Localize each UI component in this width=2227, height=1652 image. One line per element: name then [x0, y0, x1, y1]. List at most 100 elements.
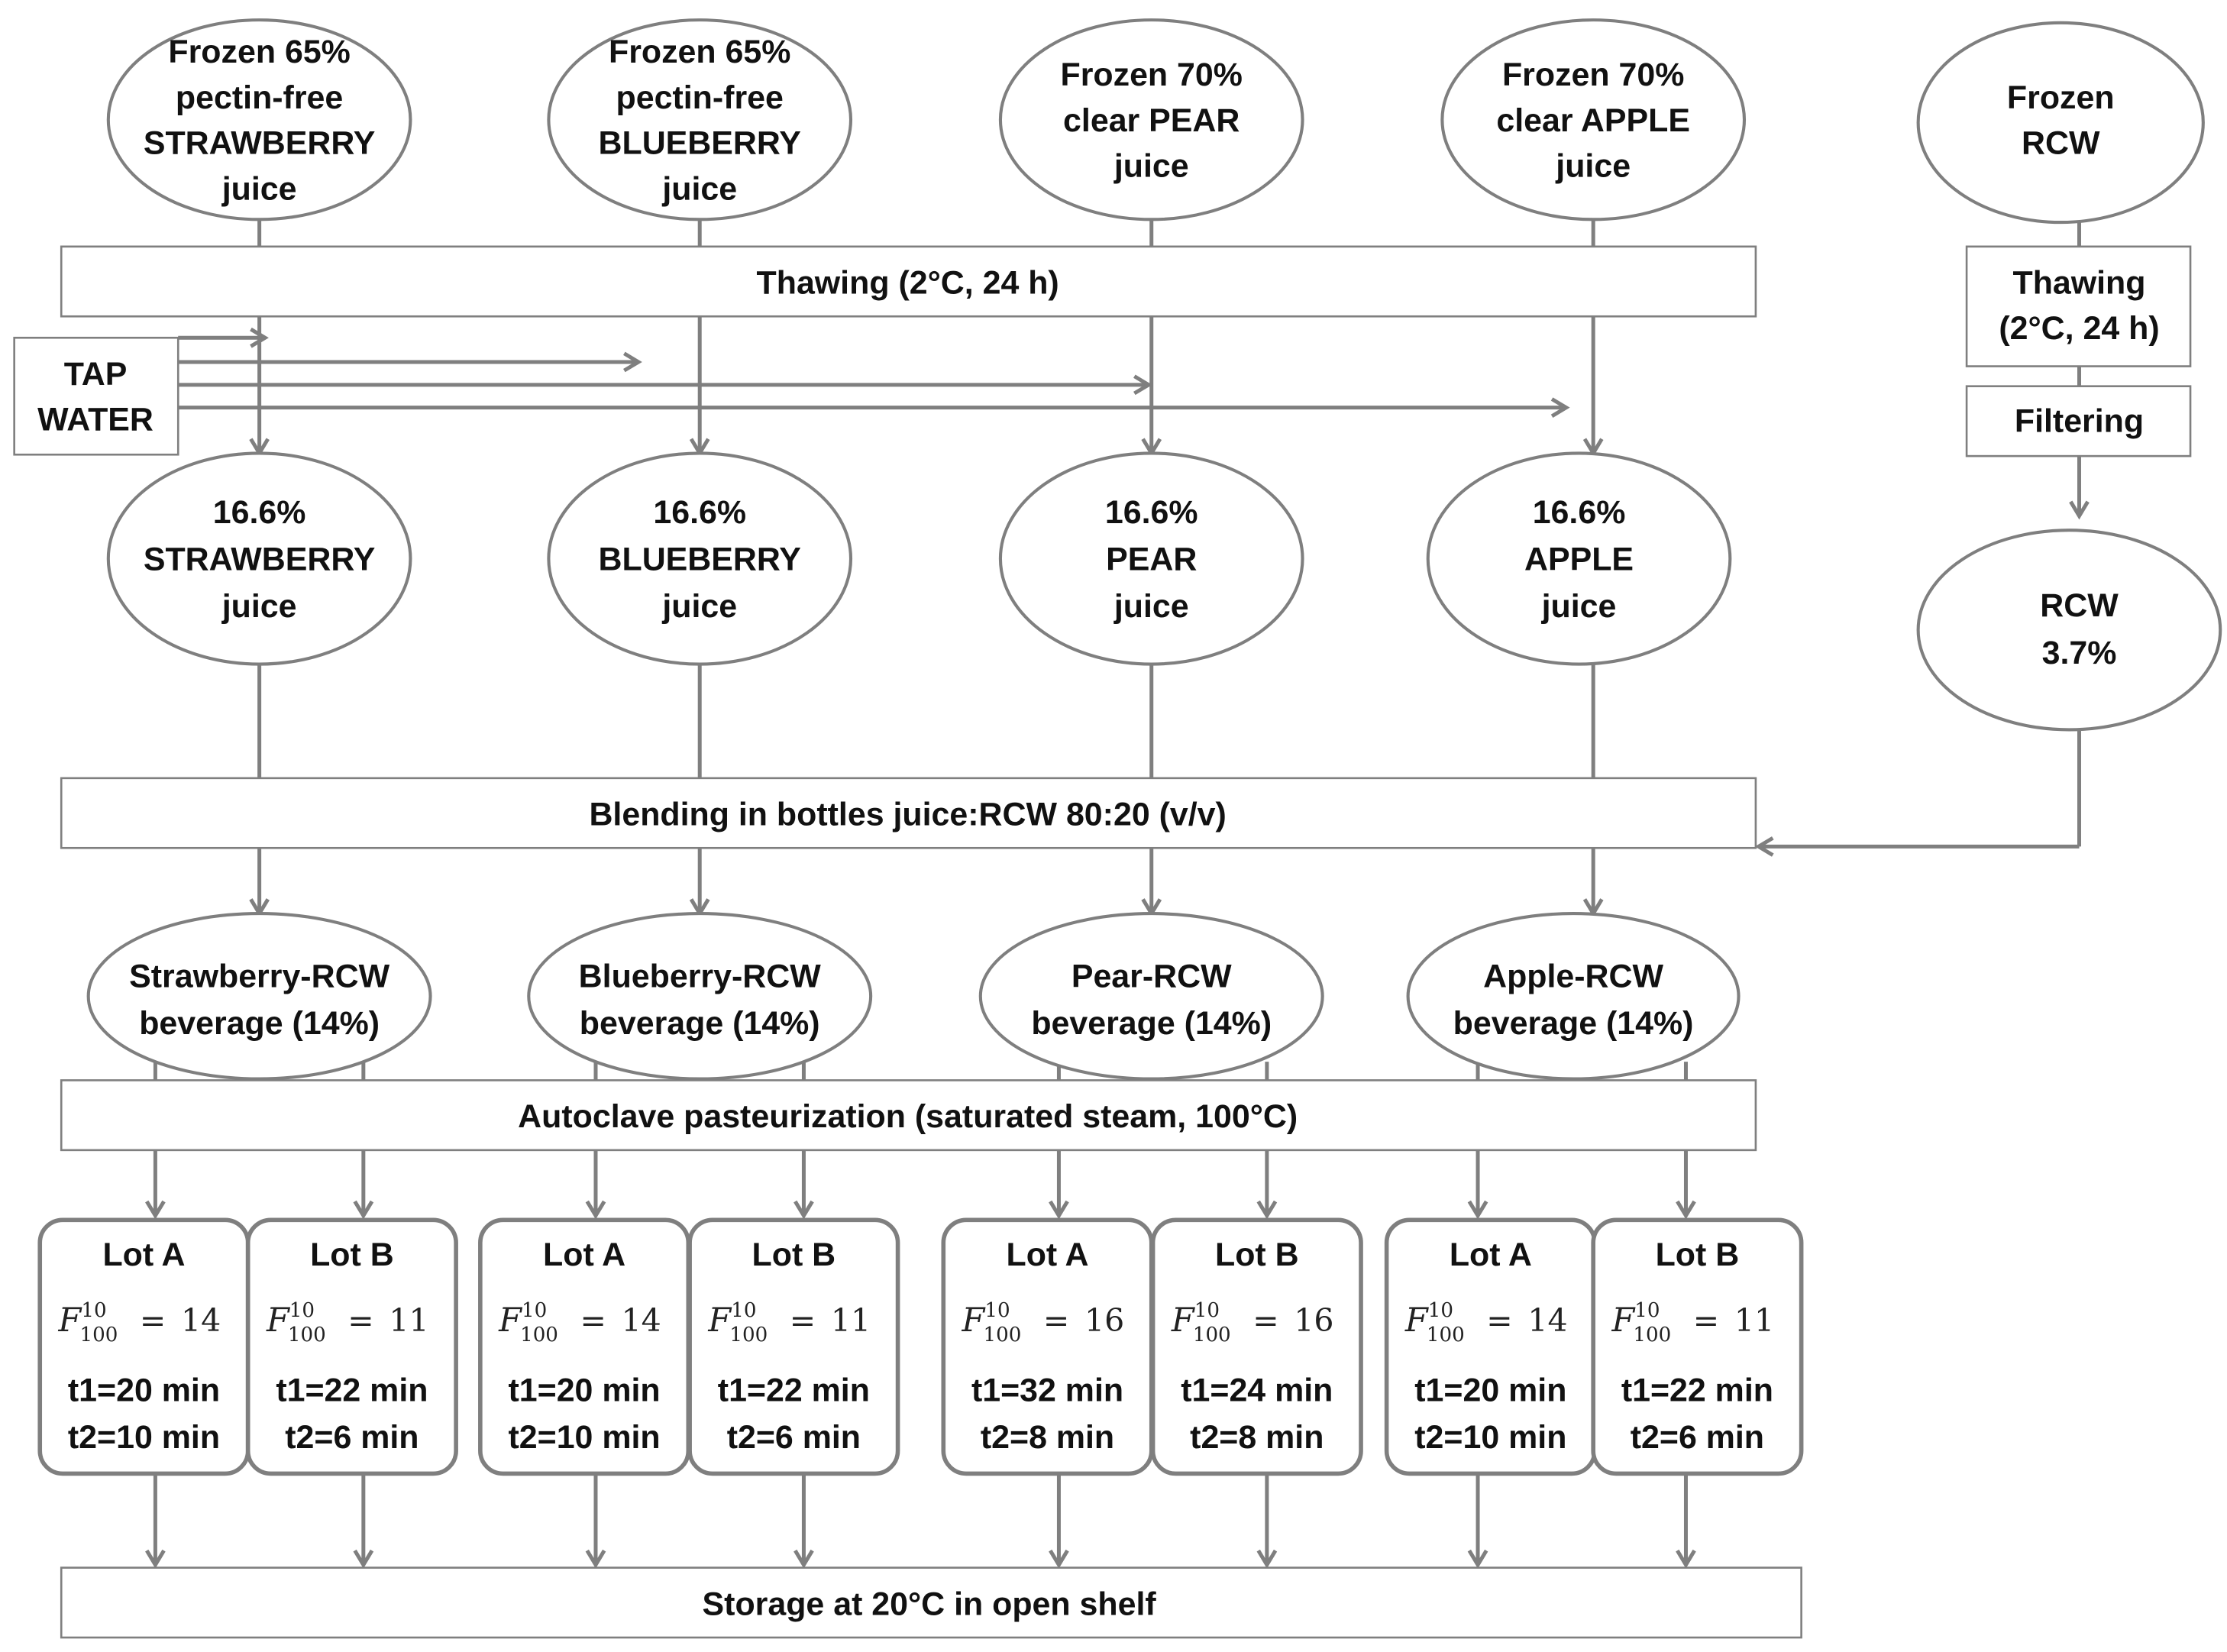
diluted-label-3-line-1: 16.6%: [1105, 494, 1198, 531]
lot-name-8: Lot B: [1656, 1237, 1740, 1273]
lot-t2-3: t2=10 min: [508, 1419, 660, 1456]
autoclave-to-lot-1-arrow-head: [145, 1200, 166, 1220]
autoclave-to-lot-7-arrow-head: [1467, 1200, 1488, 1220]
source-label-1-line-2: pectin-free: [176, 79, 343, 116]
lot-to-storage-4-arrow-head: [794, 1549, 814, 1569]
source-label-1-line-4: juice: [221, 170, 297, 207]
lot-f-value-6: 16: [1294, 1302, 1333, 1339]
lot-box-4: [687, 1217, 900, 1476]
lot-f-symbol-6: F: [1171, 1301, 1196, 1340]
lot-f-superscript-1: 10: [81, 1299, 106, 1322]
diluted-label-4-line-2: APPLE: [1524, 542, 1634, 578]
lot-f-superscript-3: 10: [522, 1299, 547, 1322]
source-label-1-line-1: Frozen 65%: [168, 34, 350, 70]
lot-box-2: [245, 1217, 458, 1476]
lot-f-value-8: 11: [1734, 1302, 1774, 1339]
diluted-ellipse-4: [1426, 451, 1732, 666]
lot-f-equals-4: =: [790, 1302, 816, 1339]
lot-f-superscript-6: 10: [1194, 1299, 1220, 1322]
source-label-2-line-3: BLUEBERRY: [599, 125, 801, 162]
beverage-label-3-line-1: Pear-RCW: [1071, 958, 1232, 994]
lot-f-equals-7: =: [1486, 1302, 1512, 1339]
lot-f-equals-5: =: [1043, 1302, 1069, 1339]
lot-f-value-5: 16: [1084, 1302, 1124, 1339]
tap-water-label-line-1: TAP: [64, 356, 128, 393]
rcw-thawing-label-line-1: Thawing: [2012, 265, 2145, 302]
lot-t2-6: t2=8 min: [1190, 1419, 1324, 1456]
lot-t1-5: t1=32 min: [971, 1372, 1123, 1408]
source-ellipse-1: [106, 18, 412, 221]
diluted-label-1-line-2: STRAWBERRY: [144, 542, 376, 578]
lot-f-symbol-8: F: [1611, 1301, 1636, 1340]
diluted-ellipse-3: [998, 451, 1304, 666]
lot-f-value-1: 14: [181, 1302, 221, 1339]
autoclave-to-lot-6-arrow-head: [1256, 1200, 1278, 1220]
lot-f-superscript-7: 10: [1428, 1299, 1453, 1322]
blending-label: Blending in bottles juice:RCW 80:20 (v/v…: [589, 797, 1226, 833]
beverage-label-1-line-1: Strawberry-RCW: [129, 958, 389, 994]
diluted-label-4-line-3: juice: [1541, 588, 1617, 625]
source-label-4-line-2: clear APPLE: [1496, 102, 1690, 139]
lot-f-value-4: 11: [831, 1302, 871, 1339]
lot-f-subscript-1: 100: [79, 1324, 118, 1346]
autoclave-label: Autoclave pasteurization (saturated stea…: [518, 1098, 1298, 1135]
source-label-4-line-3: juice: [1555, 148, 1631, 185]
lot-t1-6: t1=24 min: [1181, 1372, 1333, 1408]
lot-name-6: Lot B: [1215, 1237, 1299, 1273]
lot-f-equals-2: =: [347, 1302, 373, 1339]
lot-f-subscript-8: 100: [1633, 1324, 1671, 1346]
beverage-label-2-line-2: beverage (14%): [580, 1005, 820, 1042]
source-ellipse-4: [1440, 18, 1747, 221]
diluted-label-1-line-1: 16.6%: [213, 494, 306, 531]
diluted-label-2-line-2: BLUEBERRY: [599, 542, 801, 578]
lot-t2-7: t2=10 min: [1414, 1419, 1566, 1456]
thawing-label: Thawing (2°C, 24 h): [757, 265, 1059, 302]
beverage-label-4-line-2: beverage (14%): [1453, 1005, 1694, 1042]
beverage-label-2-line-1: Blueberry-RCW: [579, 958, 822, 994]
tap-water-box: [13, 336, 179, 456]
rcw-thawing-box: [1965, 245, 2192, 367]
diluted-ellipse-1: [106, 451, 412, 666]
lot-name-2: Lot B: [310, 1237, 394, 1273]
lot-to-storage-2-arrow-head: [353, 1549, 374, 1569]
autoclave-to-lot-5-arrow-head: [1049, 1200, 1069, 1220]
diluted-ellipse-2: [547, 451, 853, 666]
diluted-label-2-line-3: juice: [661, 588, 737, 625]
source-ellipse-3: [998, 18, 1304, 221]
lot-to-storage-5-arrow-head: [1049, 1549, 1069, 1569]
lot-t1-1: t1=20 min: [68, 1372, 220, 1408]
rcw-to-blending-arrow-head: [1754, 836, 1774, 857]
lot-f-subscript-5: 100: [984, 1324, 1022, 1346]
lot-f-subscript-7: 100: [1427, 1324, 1465, 1346]
lot-f-equals-1: =: [140, 1302, 166, 1339]
tap-water-to-apple-arrow-head: [1550, 397, 1570, 419]
diluted-label-1-line-3: juice: [221, 588, 297, 625]
rcw-filtering-box: [1965, 385, 2192, 457]
diluted-label-3-line-3: juice: [1114, 588, 1189, 625]
autoclave-to-lot-2-arrow-head: [353, 1200, 374, 1220]
lot-f-superscript-4: 10: [731, 1299, 756, 1322]
beverage-ellipse-2: [527, 912, 873, 1081]
lot-f-subscript-2: 100: [288, 1324, 326, 1346]
lot-to-storage-8-arrow-head: [1676, 1549, 1696, 1569]
lot-to-storage-3-arrow-head: [585, 1549, 606, 1569]
lot-name-1: Lot A: [102, 1237, 185, 1273]
lot-t2-8: t2=6 min: [1631, 1419, 1764, 1456]
lot-t1-8: t1=22 min: [1621, 1372, 1773, 1408]
lot-name-7: Lot A: [1450, 1237, 1532, 1273]
lot-f-superscript-2: 10: [289, 1299, 315, 1322]
lot-f-equals-3: =: [580, 1302, 606, 1339]
lot-box-6: [1150, 1217, 1363, 1476]
lot-f-superscript-5: 10: [984, 1299, 1010, 1322]
lot-f-value-2: 11: [389, 1302, 428, 1339]
source-label-2-line-2: pectin-free: [616, 79, 784, 116]
rcw-diluted-ellipse: [1916, 529, 2222, 732]
lot-f-equals-6: =: [1252, 1302, 1278, 1339]
lot-t2-1: t2=10 min: [68, 1419, 220, 1456]
beverage-ellipse-3: [978, 912, 1324, 1081]
lot-f-symbol-3: F: [498, 1301, 523, 1340]
lot-to-storage-6-arrow-head: [1256, 1549, 1278, 1569]
lot-to-storage-1-arrow-head: [145, 1549, 166, 1569]
source-label-rcw-line-1: Frozen: [2007, 79, 2115, 116]
